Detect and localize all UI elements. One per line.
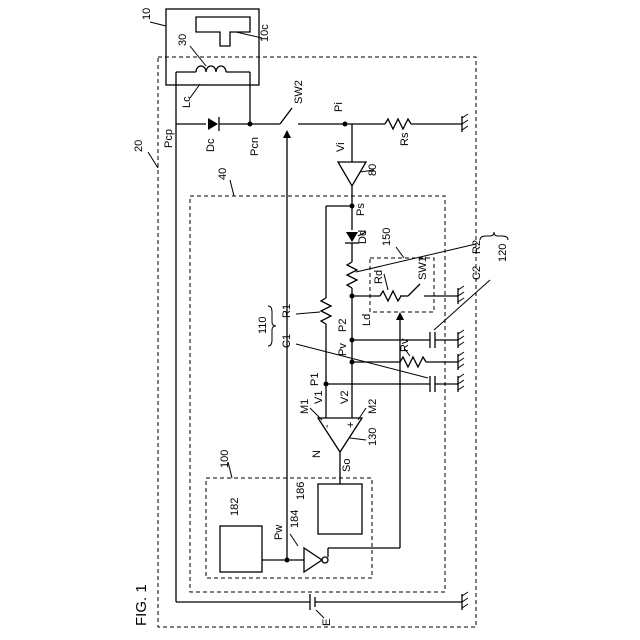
diode-dc bbox=[208, 118, 218, 130]
block-186 bbox=[318, 484, 362, 534]
brace-120 bbox=[480, 232, 508, 240]
label-m2: M2 bbox=[367, 399, 379, 414]
label-100: 100 bbox=[219, 450, 231, 468]
label-r2: R2 bbox=[471, 240, 483, 254]
resistor-rv bbox=[400, 357, 426, 367]
leader-m1 bbox=[310, 408, 322, 420]
node-pcn bbox=[248, 122, 253, 127]
resistor-r1 bbox=[321, 298, 331, 324]
label-ld: Ld bbox=[361, 314, 373, 326]
label-dd: Dd bbox=[357, 230, 369, 244]
ground-symbol bbox=[458, 286, 464, 304]
label-130: 130 bbox=[367, 428, 379, 446]
switch-sw1 bbox=[408, 284, 420, 296]
label-v2: V2 bbox=[339, 391, 351, 404]
ground-symbol bbox=[462, 592, 468, 610]
label-pv: Pv bbox=[337, 343, 349, 356]
label-c2: C2 bbox=[471, 266, 483, 280]
inverter-bubble bbox=[322, 557, 328, 563]
label-dc: Dc bbox=[205, 138, 217, 152]
label-184: 184 bbox=[289, 510, 301, 528]
label-n: N bbox=[311, 450, 323, 458]
label-p1: P1 bbox=[309, 373, 321, 386]
sw1-control-arrow bbox=[396, 312, 404, 320]
switch-sw2 bbox=[280, 108, 292, 124]
label-pcn: Pcn bbox=[249, 137, 261, 156]
label-10: 10 bbox=[141, 8, 153, 20]
label-20: 20 bbox=[133, 140, 145, 152]
label-c1: C1 bbox=[281, 334, 293, 348]
label-rd: Rd bbox=[373, 270, 385, 284]
leader-20 bbox=[148, 152, 158, 168]
label-ps: Ps bbox=[355, 203, 367, 216]
label-plus: + bbox=[345, 422, 357, 428]
block-182 bbox=[220, 526, 262, 572]
element-10-box bbox=[166, 9, 259, 85]
leader-10 bbox=[150, 22, 166, 26]
label-pi: Pi bbox=[333, 102, 345, 112]
label-lc: Lc bbox=[181, 96, 193, 108]
brace-110 bbox=[268, 306, 276, 346]
leader-40 bbox=[230, 180, 234, 196]
inverter-184 bbox=[304, 548, 322, 572]
label-rv: Rv bbox=[399, 338, 411, 352]
label-10c: 10c bbox=[259, 24, 271, 42]
label-m1: M1 bbox=[299, 399, 311, 414]
leader-lc bbox=[190, 84, 200, 98]
element-10c-symbol bbox=[196, 17, 250, 46]
label-80: 80 bbox=[367, 164, 379, 176]
sw2-control-arrow bbox=[283, 130, 291, 138]
label-so: So bbox=[341, 459, 353, 472]
leader-184 bbox=[290, 534, 298, 546]
ground-symbol bbox=[458, 352, 464, 370]
label-sw2: SW2 bbox=[293, 80, 305, 104]
leader-30 bbox=[190, 46, 206, 66]
coil-30 bbox=[196, 66, 226, 72]
ground-symbol bbox=[458, 374, 464, 392]
label-p2: P2 bbox=[337, 319, 349, 332]
leader-130 bbox=[350, 438, 366, 440]
node-pi bbox=[343, 122, 348, 127]
node-pw bbox=[285, 558, 290, 563]
label-sw1: SW1 bbox=[417, 256, 429, 280]
label-30: 30 bbox=[177, 34, 189, 46]
label-minus: - bbox=[321, 424, 333, 428]
resistor-r2 bbox=[347, 262, 357, 288]
amplifier-80 bbox=[338, 162, 366, 186]
figure-label: FIG. 1 bbox=[133, 584, 150, 626]
label-e: E bbox=[321, 619, 333, 626]
ground-symbol bbox=[458, 330, 464, 348]
label-vi: Vi bbox=[335, 142, 347, 152]
label-v1: V1 bbox=[313, 391, 325, 404]
leader-r1 bbox=[296, 312, 320, 314]
resistor-rd bbox=[380, 291, 401, 301]
label-182: 182 bbox=[229, 498, 241, 516]
leader-150 bbox=[396, 247, 404, 258]
label-rs: Rs bbox=[399, 132, 411, 146]
label-r1: R1 bbox=[281, 304, 293, 318]
ground-symbol bbox=[462, 114, 468, 132]
label-186: 186 bbox=[295, 482, 307, 500]
label-150: 150 bbox=[381, 228, 393, 246]
leader-e bbox=[316, 610, 324, 618]
label-110: 110 bbox=[257, 316, 269, 334]
label-120: 120 bbox=[497, 244, 509, 262]
label-40: 40 bbox=[217, 168, 229, 180]
resistor-rs bbox=[385, 119, 411, 129]
label-pcp: Pcp bbox=[163, 129, 175, 148]
label-pw: Pw bbox=[273, 525, 285, 540]
